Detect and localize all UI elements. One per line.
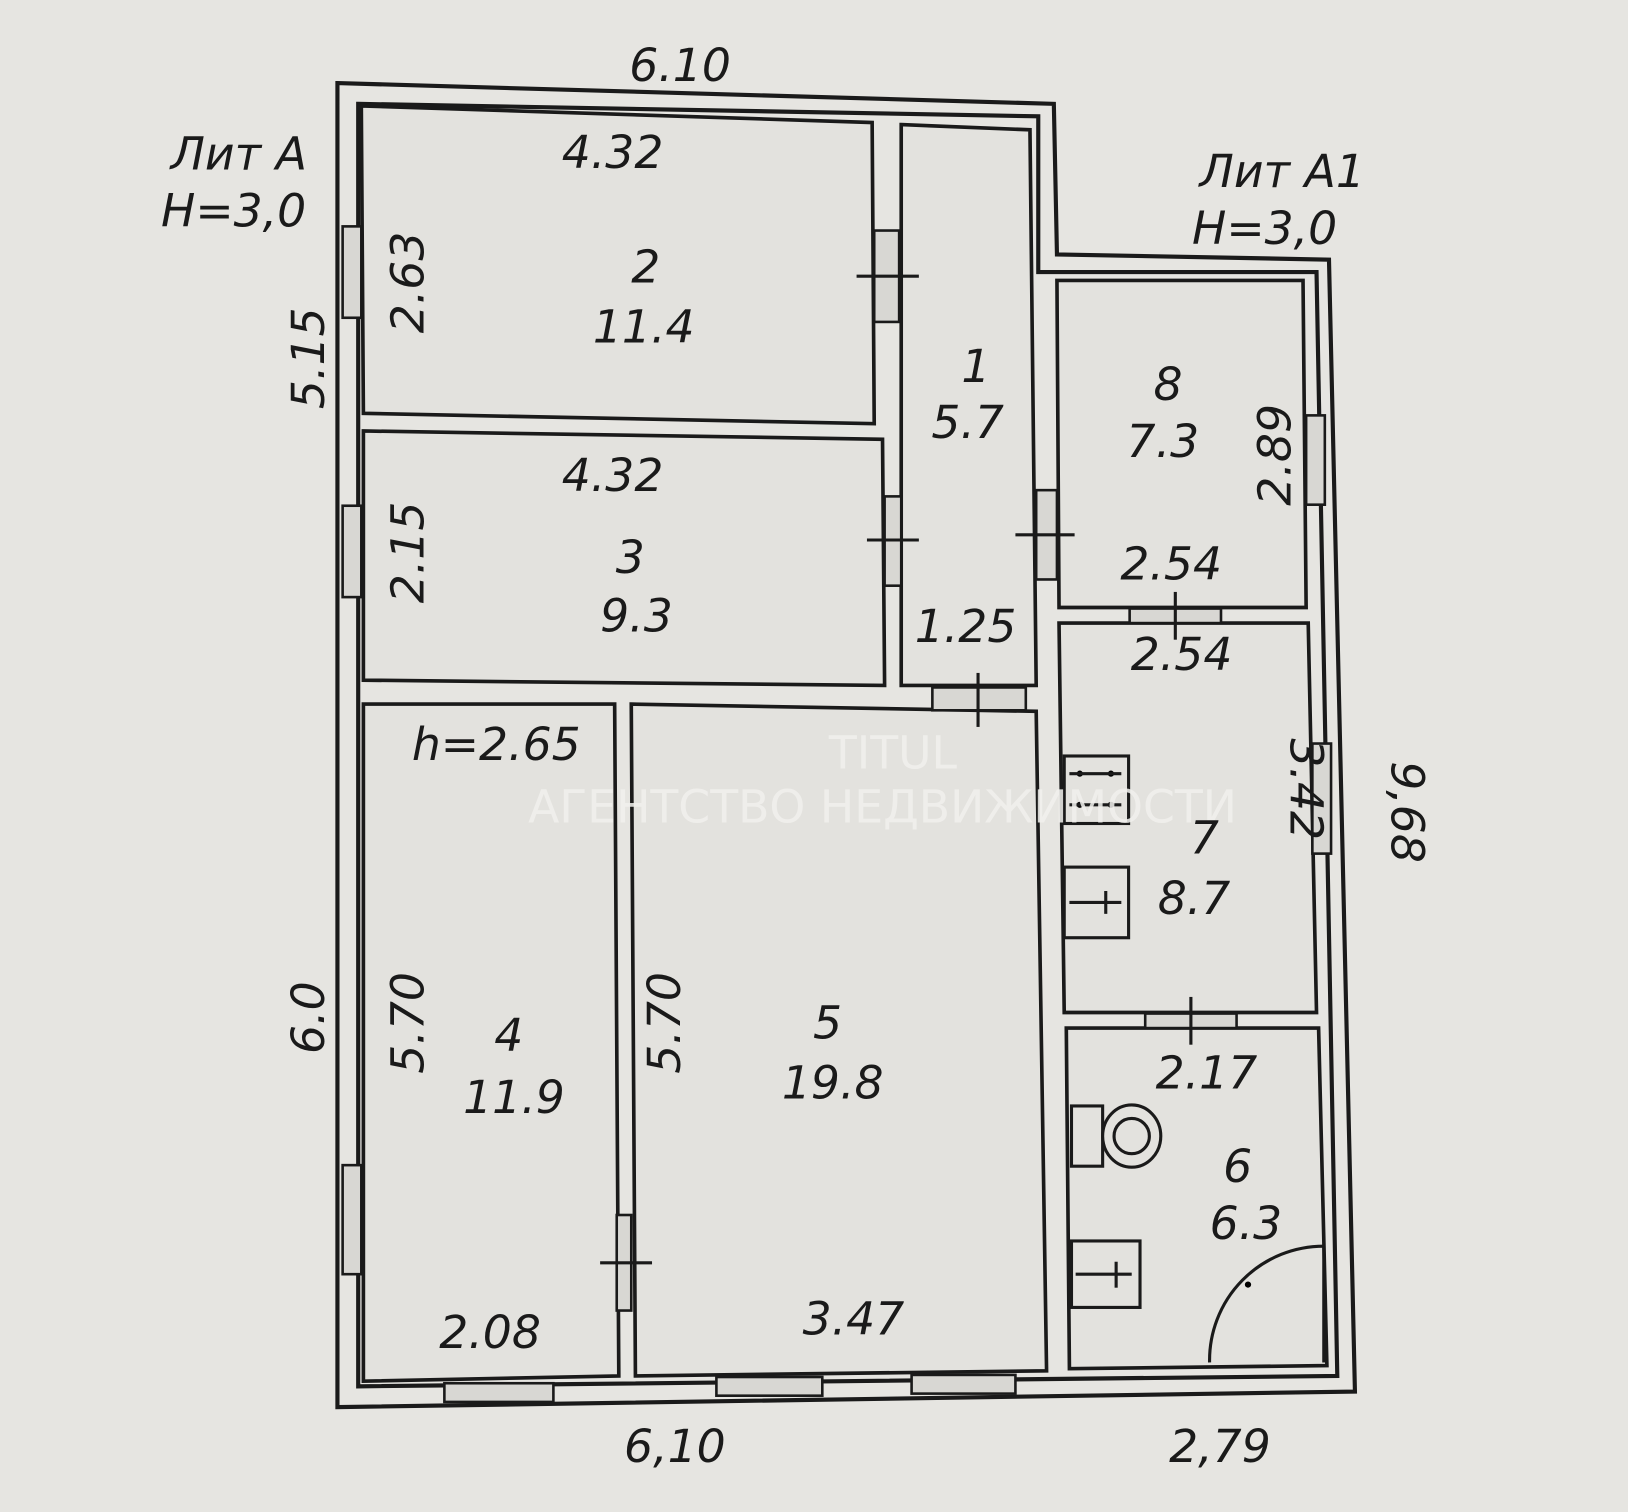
dim-bottom-main: 6,10 bbox=[624, 1420, 726, 1473]
lit-a-label: Лит А bbox=[169, 127, 307, 180]
room-2 bbox=[359, 104, 877, 426]
room-8-depth: 2.89 bbox=[1249, 404, 1302, 506]
window bbox=[715, 1375, 824, 1397]
door bbox=[1015, 488, 1075, 581]
room-8-area: 7.3 bbox=[1127, 415, 1200, 468]
room-1-number: 1 bbox=[961, 340, 990, 393]
room-5 bbox=[629, 702, 1049, 1378]
room-3-number: 3 bbox=[616, 531, 645, 584]
room4-height: h=2.65 bbox=[412, 718, 581, 771]
sink-icon bbox=[1069, 1239, 1142, 1309]
room-2-depth: 2.63 bbox=[382, 232, 435, 334]
lit-a1-height: H=3,0 bbox=[1192, 202, 1337, 255]
room-2-width: 4.32 bbox=[562, 126, 664, 179]
window bbox=[443, 1381, 555, 1404]
dim-left-upper: 5.15 bbox=[282, 307, 335, 409]
door bbox=[600, 1213, 653, 1312]
door bbox=[931, 672, 1028, 727]
room-4-depth: 5.70 bbox=[382, 972, 435, 1074]
sink-icon bbox=[1062, 865, 1131, 940]
dim-right: 9,68 bbox=[1380, 761, 1433, 863]
door bbox=[1128, 591, 1223, 640]
room-7-area: 8.7 bbox=[1158, 872, 1231, 925]
lit-a1-label: Лит А1 bbox=[1198, 145, 1365, 198]
room-4-number: 4 bbox=[494, 1009, 523, 1062]
room-3-depth: 2.15 bbox=[382, 502, 435, 604]
window bbox=[1304, 414, 1327, 506]
room-3 bbox=[361, 429, 887, 688]
room-1-area: 5.7 bbox=[931, 396, 1004, 449]
room-6-width: 2.17 bbox=[1156, 1046, 1258, 1099]
stove-icon bbox=[1062, 754, 1131, 826]
dim-top: 6.10 bbox=[629, 39, 731, 92]
room-7-width: 2.54 bbox=[1131, 628, 1233, 681]
window bbox=[341, 1163, 363, 1276]
window bbox=[341, 504, 363, 599]
watermark-brand: TITUL bbox=[828, 726, 958, 779]
window bbox=[910, 1373, 1017, 1395]
room-4 bbox=[361, 702, 621, 1384]
room-7-depth: 3.42 bbox=[1280, 738, 1333, 840]
door bbox=[1143, 996, 1238, 1045]
inner-wall-line bbox=[356, 101, 1340, 1389]
room-7-number: 7 bbox=[1190, 812, 1219, 865]
room-8-number: 8 bbox=[1154, 358, 1183, 411]
window bbox=[341, 225, 363, 320]
room-5-number: 5 bbox=[813, 996, 842, 1049]
room-6-area: 6.3 bbox=[1210, 1197, 1283, 1250]
window bbox=[1311, 742, 1333, 855]
room-8-width: 2.54 bbox=[1120, 537, 1222, 590]
outer-wall bbox=[335, 80, 1358, 1410]
room-8 bbox=[1055, 278, 1308, 610]
room-5-depth: 5.70 bbox=[638, 972, 691, 1074]
room-6-number: 6 bbox=[1223, 1140, 1252, 1193]
watermark-tagline: АГЕНТСТВО НЕДВИЖИМОСТИ bbox=[528, 780, 1237, 833]
room-1-dim: 1.25 bbox=[915, 600, 1017, 653]
dim-bottom-annex: 2,79 bbox=[1169, 1420, 1271, 1473]
room-4-area: 11.9 bbox=[463, 1071, 565, 1124]
room-3-area: 9.3 bbox=[600, 589, 673, 642]
room-5-area: 19.8 bbox=[782, 1057, 884, 1110]
shower-icon bbox=[1208, 1244, 1326, 1363]
lit-a-height: H=3,0 bbox=[161, 184, 306, 237]
room-3-width: 4.32 bbox=[562, 449, 664, 502]
room-2-number: 2 bbox=[631, 240, 660, 293]
room-5-width: 3.47 bbox=[803, 1292, 905, 1345]
room-4-width: 2.08 bbox=[439, 1306, 541, 1359]
dim-left-lower: 6.0 bbox=[282, 981, 335, 1054]
toilet-icon bbox=[1069, 1103, 1163, 1169]
room-2-area: 11.4 bbox=[593, 301, 695, 354]
door bbox=[856, 229, 919, 324]
door bbox=[866, 495, 919, 587]
